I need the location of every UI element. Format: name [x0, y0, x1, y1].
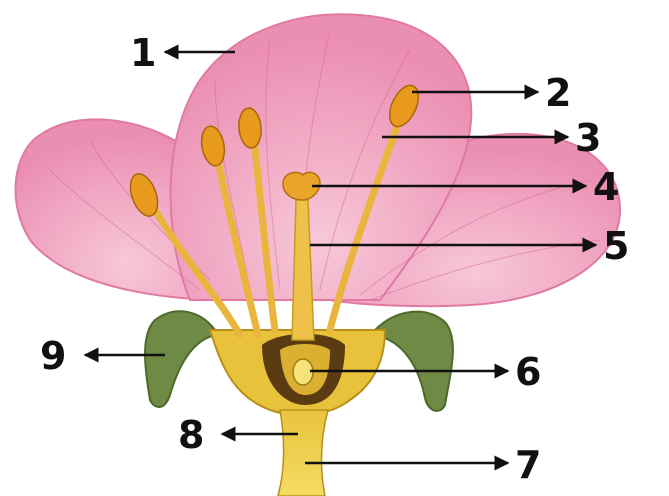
sepal-right: [375, 312, 453, 411]
petals: [16, 14, 620, 306]
label-8: 8: [178, 413, 204, 457]
label-9: 9: [40, 334, 66, 378]
label-5: 5: [603, 224, 629, 268]
label-2: 2: [545, 71, 571, 115]
label-7: 7: [515, 443, 541, 487]
label-4: 4: [593, 165, 619, 209]
label-6: 6: [515, 350, 541, 394]
sepal-left: [145, 311, 215, 407]
label-3: 3: [575, 116, 601, 160]
label-1: 1: [130, 31, 156, 75]
receptacle: [210, 330, 385, 415]
pedicel: [278, 410, 328, 496]
